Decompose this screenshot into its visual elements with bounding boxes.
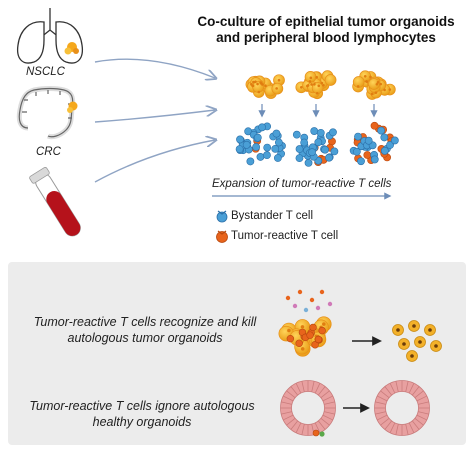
tumor-kill-text: Tumor-reactive T cells recognize and kil… (33, 315, 257, 345)
results-panel (8, 262, 466, 445)
figure-title: Co-culture of epithelial tumor organoids… (197, 14, 455, 45)
cytokine-dot (327, 301, 333, 307)
healthy-organoid (280, 380, 336, 437)
tcell-cluster (349, 121, 399, 166)
colon-arrow (94, 110, 215, 123)
blood-tube-icon (29, 166, 81, 237)
bystander-legend-icon (216, 210, 228, 223)
nsclc-label: NSCLC (26, 66, 65, 78)
tumor-organoid (245, 74, 285, 99)
organoid-row (245, 70, 396, 100)
lung-arrow (94, 58, 215, 78)
reactive-tcell (306, 331, 314, 339)
reactive-tcell (318, 326, 326, 335)
cytokine-dot (297, 289, 303, 295)
lungs-icon (16, 8, 84, 64)
cytokine-dot (315, 305, 321, 311)
tcell-cluster (292, 127, 339, 167)
tcell-row (235, 121, 399, 167)
expansion-label: Expansion of tumor-reactive T cells (212, 178, 392, 190)
cytokine-dot (285, 295, 291, 301)
reactive-tcell (286, 334, 295, 343)
reactive-legend-icon (216, 230, 228, 243)
reactive-tcell (311, 341, 319, 349)
tumor-organoid (352, 70, 396, 100)
healthy-organoid-intact (374, 380, 430, 436)
down-arrows (258, 104, 378, 118)
reactive-tcell (309, 323, 317, 332)
bystander-legend-label: Bystander T cell (231, 210, 314, 222)
healthy-ignore-text: Tumor-reactive T cells ignore autologous… (29, 399, 255, 429)
tumor-organoid-attacked (278, 289, 333, 357)
reactive-tcell (314, 335, 323, 344)
reactive-legend-label: Tumor-reactive T cell (231, 230, 339, 242)
dead-tumor-cells (392, 320, 442, 362)
cytokine-dot (303, 307, 309, 313)
cytokine-dot (319, 289, 325, 295)
blood-arrow (94, 140, 215, 183)
colon-tumor-spot-icon (67, 101, 78, 113)
tcell-cluster (235, 122, 286, 166)
tumor-organoid (295, 70, 337, 100)
tumor-spot-icon (64, 42, 79, 55)
colon-icon (16, 86, 76, 140)
cytokine-dot (309, 297, 315, 303)
reactive-tcell (295, 339, 303, 347)
cytokine-dot (292, 303, 298, 309)
crc-label: CRC (36, 146, 61, 158)
